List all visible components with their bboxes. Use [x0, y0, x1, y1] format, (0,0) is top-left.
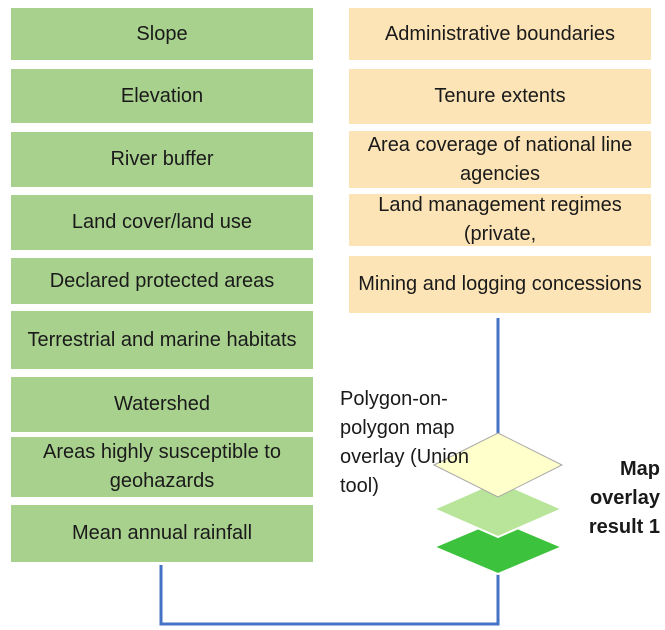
layer-elevation: Elevation — [11, 69, 313, 123]
layer-slope: Slope — [11, 8, 313, 60]
layer-land-management: Land management regimes (private, — [349, 194, 651, 246]
stack-layer-top — [432, 432, 564, 498]
layer-rainfall: Mean annual rainfall — [11, 505, 313, 562]
layer-habitats: Terrestrial and marine habitats — [11, 311, 313, 369]
layer-protected-areas: Declared protected areas — [11, 258, 313, 304]
stack-layer-bottom — [431, 518, 565, 576]
layer-line-agencies: Area coverage of national line agencies — [349, 131, 651, 188]
layer-land-cover: Land cover/land use — [11, 195, 313, 250]
overlay-result-label: Map overlay result 1 — [588, 458, 660, 538]
stack-layer-middle — [431, 479, 565, 539]
layer-river-buffer: River buffer — [11, 132, 313, 187]
layer-concessions: Mining and logging concessions — [349, 256, 651, 313]
layer-tenure-extents: Tenure extents — [349, 69, 651, 124]
overlay-caption: Polygon-on-polygon map overlay (Union to… — [340, 388, 469, 497]
layer-admin-boundaries: Administrative boundaries — [349, 8, 651, 60]
layer-watershed: Watershed — [11, 377, 313, 432]
layer-geohazards: Areas highly susceptible to geohazards — [11, 437, 313, 497]
